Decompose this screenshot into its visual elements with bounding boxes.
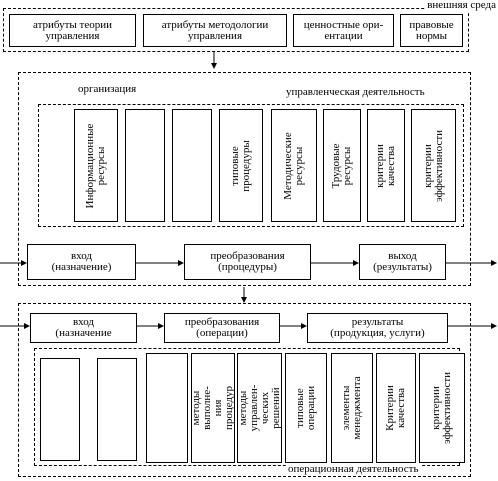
ops-item-blank-3 <box>146 353 188 463</box>
ops-item-blank-2 <box>97 358 137 461</box>
legal-norms-text: правовые нормы <box>409 18 454 42</box>
resources-frame <box>38 104 464 227</box>
ops-item-quality-criteria: Критерии качества <box>376 353 416 463</box>
ops-item-blank-1 <box>40 358 80 461</box>
ops-input-text: вход (назначение <box>55 316 112 339</box>
theory-attributes-text: атрибуты теории управления <box>32 18 112 42</box>
ops-item-decision-methods-text: методы управлен- ческих решений <box>236 384 282 432</box>
ops-item-typical-operations-text: типовые операции <box>294 385 317 431</box>
ops-item-procedure-methods: методы выполне- ния процедур <box>190 353 235 463</box>
ops-item-management-elements: элементы менеджмента <box>331 353 373 463</box>
resource-methodical-text: Методические ресурсы <box>282 131 305 200</box>
mgmt-input-box: вход (назначение) <box>27 244 136 280</box>
external-environment-label: внешняя среда <box>425 0 498 11</box>
resource-information-text: Информационные ресурсы <box>84 123 107 208</box>
mgmt-output-text: выход (результаты) <box>373 250 432 273</box>
resource-methodical: Методические ресурсы <box>271 109 317 222</box>
resource-blank-1 <box>125 109 165 222</box>
mgmt-input-text: вход (назначение) <box>51 250 112 273</box>
ops-item-efficiency-criteria-text: критерии эффективности <box>430 371 453 445</box>
ops-item-procedure-methods-text: методы выполне- ния процедур <box>190 385 235 431</box>
methodology-attributes-box: атрибуты методологии управления <box>143 14 287 47</box>
organization-label: организация <box>78 83 137 95</box>
mgmt-transform-text: преобразования (процедуры) <box>210 250 285 273</box>
value-orientations-text: ценностные ори- ентации <box>303 18 384 42</box>
external-environment-frame <box>3 8 469 52</box>
management-activity-frame <box>18 72 471 286</box>
theory-attributes-box: атрибуты теории управления <box>9 14 136 47</box>
resource-efficiency-criteria-text: критерии эффективности <box>421 129 445 202</box>
ops-input-box: вход (назначение <box>30 313 137 343</box>
resource-information: Информационные ресурсы <box>74 109 118 222</box>
ops-item-efficiency-criteria: критерии эффективности <box>419 353 465 463</box>
legal-norms-box: правовые нормы <box>400 14 463 47</box>
mgmt-transform-box: преобразования (процедуры) <box>184 244 311 280</box>
methodology-attributes-text: атрибуты методологии управления <box>161 18 269 42</box>
ops-item-decision-methods: методы управлен- ческих решений <box>237 353 282 463</box>
resource-efficiency-criteria: критерии эффективности <box>411 109 456 222</box>
resource-typical-procedures-text: типовые процедуры <box>229 139 252 192</box>
resource-labor-text: Трудовые ресурсы <box>330 142 353 189</box>
resource-blank-2 <box>172 109 212 222</box>
ops-item-management-elements-text: элементы менеджмента <box>340 376 363 440</box>
ops-transform-box: преобразования (операции) <box>164 313 280 343</box>
operational-activity-label: операционная деятельность <box>286 463 421 475</box>
ops-output-text: результаты (продукция, услуги) <box>330 316 425 339</box>
ops-transform-text: преобразования (операции) <box>184 316 260 339</box>
ops-output-box: результаты (продукция, услуги) <box>307 313 448 343</box>
ops-item-typical-operations: типовые операции <box>285 353 327 463</box>
management-activity-label: управленческая деятельность <box>286 86 425 98</box>
resource-typical-procedures: типовые процедуры <box>219 109 263 222</box>
mgmt-output-box: выход (результаты) <box>359 244 446 280</box>
resource-labor: Трудовые ресурсы <box>323 109 361 222</box>
ops-item-quality-criteria-text: Критерии качества <box>384 385 407 431</box>
operational-activity-frame <box>18 303 471 477</box>
resource-quality-criteria: критерии качества <box>367 109 405 222</box>
resource-quality-criteria-text: критерии качества <box>374 143 397 188</box>
value-orientations-box: ценностные ори- ентации <box>293 14 394 47</box>
